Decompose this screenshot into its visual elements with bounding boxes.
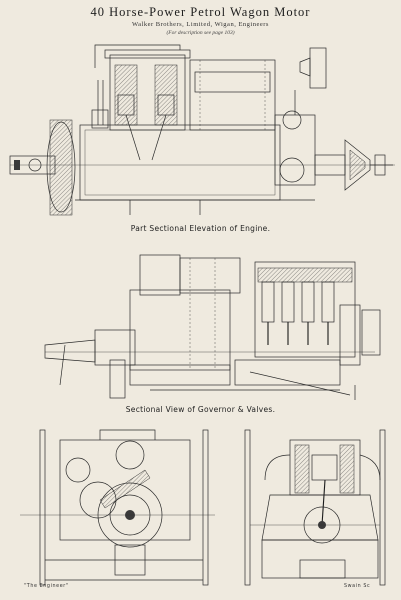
governor-drawing — [44, 254, 381, 400]
governor-caption: Sectional View of Governor & Valves. — [125, 405, 276, 414]
elevation-drawing — [9, 44, 395, 216]
engraver-credit: Swain Sc — [344, 584, 371, 589]
publication-credit: "The Engineer" — [24, 584, 69, 589]
description-note: (For description see page 103) — [166, 30, 235, 36]
transverse-section-right — [244, 429, 386, 586]
end-view-left — [20, 429, 215, 586]
plate-title: 40 Horse-Power Petrol Wagon Motor — [90, 5, 311, 19]
makers-line: Walker Brothers, Limited, Wigan, Enginee… — [132, 21, 269, 28]
elevation-caption: Part Sectional Elevation of Engine. — [130, 224, 271, 233]
